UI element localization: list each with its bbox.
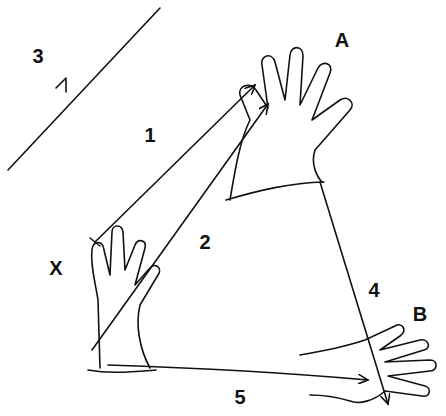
callout-label: 2 — [199, 232, 210, 252]
callout-label: 1 — [144, 125, 155, 145]
arrow-line — [320, 182, 388, 404]
callout-label: 5 — [234, 387, 245, 407]
callout-label: A — [335, 30, 349, 50]
callout-label: X — [49, 258, 62, 278]
hand-drawing — [300, 325, 436, 402]
callout-label: B — [413, 304, 427, 324]
hand-drawing — [230, 48, 352, 200]
arrow-line — [8, 8, 160, 170]
arrow-head — [56, 78, 66, 92]
callout-label: 4 — [368, 280, 379, 300]
hand-drawing — [226, 182, 324, 200]
arrow-line — [95, 85, 255, 242]
hand-drawing — [88, 370, 156, 372]
hand-drawing — [92, 226, 160, 368]
callout-label: 3 — [32, 46, 43, 66]
arrow-line — [108, 365, 368, 380]
